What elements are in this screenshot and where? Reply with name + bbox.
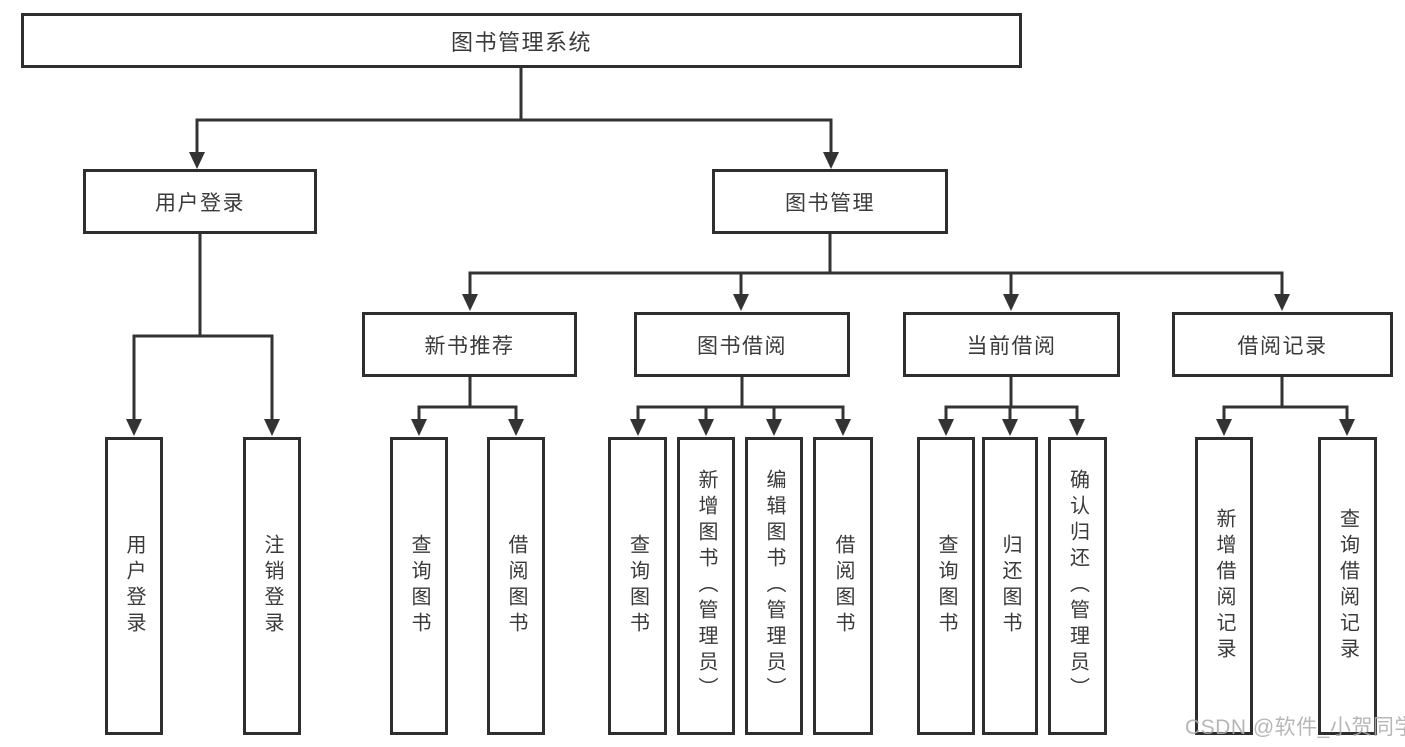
node-label: 图书借阅	[697, 334, 787, 358]
leaf-query-books-current: 查询图书	[917, 437, 975, 735]
leaf-label: 确认归还（管理员）	[1066, 469, 1089, 703]
leaf-query-books-borrowing: 查询图书	[608, 437, 667, 735]
leaf-label: 新增图书（管理员）	[695, 469, 717, 703]
connector-arrowheads	[126, 152, 1355, 436]
node-label: 新书推荐	[424, 334, 515, 358]
leaf-add-borrow-record: 新增借阅记录	[1195, 437, 1253, 735]
leaf-return-book: 归还图书	[982, 437, 1038, 735]
leaf-label: 查询图书	[935, 534, 957, 638]
leaf-borrow-book-recommend: 借阅图书	[487, 437, 545, 735]
node-new-book-recommend: 新书推荐	[362, 312, 577, 377]
node-label: 当前借阅	[966, 334, 1057, 358]
node-user-login: 用户登录	[83, 169, 317, 234]
leaf-label: 注销登录	[261, 534, 283, 638]
leaf-label: 归还图书	[999, 534, 1021, 638]
node-borrow-records: 借阅记录	[1172, 312, 1393, 377]
leaf-query-books-recommend: 查询图书	[390, 437, 448, 735]
node-label: 图书管理系统	[450, 29, 592, 55]
node-label: 用户登录	[155, 191, 245, 215]
leaf-add-book-admin: 新增图书（管理员）	[677, 437, 735, 735]
leaf-label: 借阅图书	[832, 534, 854, 638]
leaf-label: 查询图书	[626, 534, 649, 638]
leaf-label: 借阅图书	[505, 534, 527, 638]
leaf-label: 用户登录	[123, 534, 145, 638]
leaf-label: 查询借阅记录	[1336, 508, 1359, 664]
leaf-label: 新增借阅记录	[1213, 508, 1235, 664]
leaf-logout: 注销登录	[243, 437, 301, 735]
connector-lines	[132, 64, 1349, 421]
leaf-label: 查询图书	[408, 534, 430, 638]
leaf-user-login: 用户登录	[105, 437, 163, 735]
node-system-root: 图书管理系统	[21, 13, 1022, 68]
node-book-management: 图书管理	[712, 169, 948, 234]
node-book-borrowing: 图书借阅	[634, 312, 850, 377]
csdn-watermark: CSDN @软件_小贺同学	[1185, 716, 1405, 739]
leaf-label: 编辑图书（管理员）	[763, 469, 785, 703]
node-label: 借阅记录	[1237, 334, 1328, 358]
leaf-confirm-return-admin: 确认归还（管理员）	[1048, 437, 1107, 735]
leaf-borrow-book: 借阅图书	[813, 437, 873, 735]
leaf-query-borrow-record: 查询借阅记录	[1318, 437, 1377, 735]
leaf-edit-book-admin: 编辑图书（管理员）	[745, 437, 803, 735]
node-label: 图书管理	[785, 191, 875, 215]
node-current-borrowing: 当前借阅	[903, 312, 1120, 377]
